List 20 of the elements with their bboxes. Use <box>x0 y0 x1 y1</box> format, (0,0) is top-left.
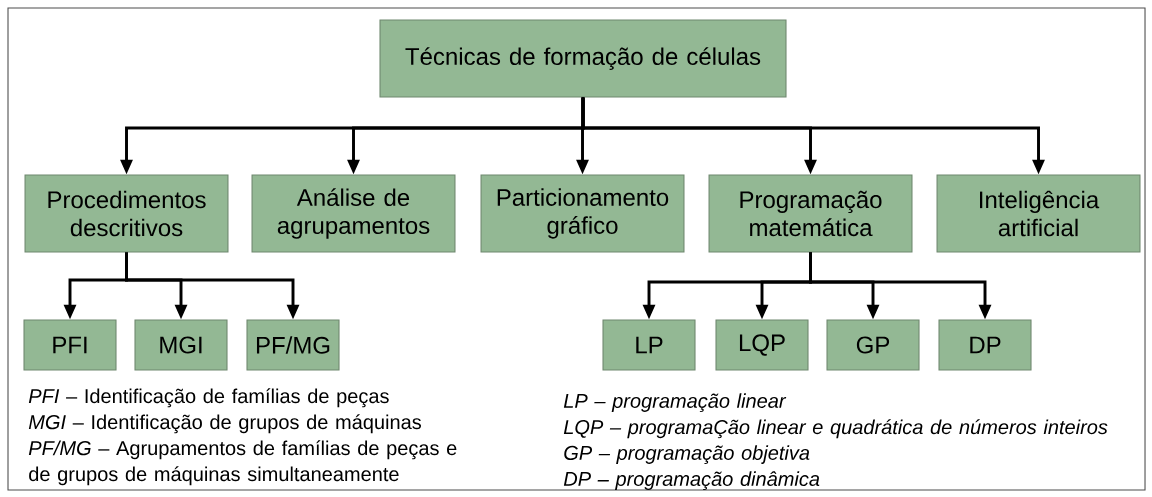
category-box: Particionamento gráfico <box>480 174 685 253</box>
legend-text: DP – programação dinâmica <box>563 471 820 490</box>
legend-text: LP – programação linear <box>563 393 787 412</box>
legend-text: PF/MG – Agrupamentos de famílias de peças e de grupos de máquinas simultaneamente <box>28 440 457 486</box>
legend-text: PFI – Identificação de famílias de peças <box>28 388 389 408</box>
technique-box: DP <box>938 319 1032 371</box>
legend-text: MGI – Identificação de grupos de máquinas <box>28 414 421 434</box>
category-box: Procedimentos descritivos <box>24 174 229 253</box>
root-box: Técnicas de formação de células <box>379 19 787 98</box>
technique-box: MGI <box>134 319 228 371</box>
legend-text: GP – programação objetiva <box>564 445 810 464</box>
technique-box: GP <box>826 319 920 371</box>
legend-text: LQP – programaÇão linear e quadrática de números inteiros <box>563 419 1108 439</box>
technique-box: LQP <box>715 319 809 371</box>
category-box: Inteligência artificial <box>936 174 1141 253</box>
technique-box: PF/MG <box>246 319 340 371</box>
technique-box: LP <box>602 319 696 371</box>
category-box: Análise de agrupamentos <box>251 174 456 253</box>
category-box: Programação matemática <box>708 174 913 253</box>
technique-box: PFI <box>23 319 117 371</box>
